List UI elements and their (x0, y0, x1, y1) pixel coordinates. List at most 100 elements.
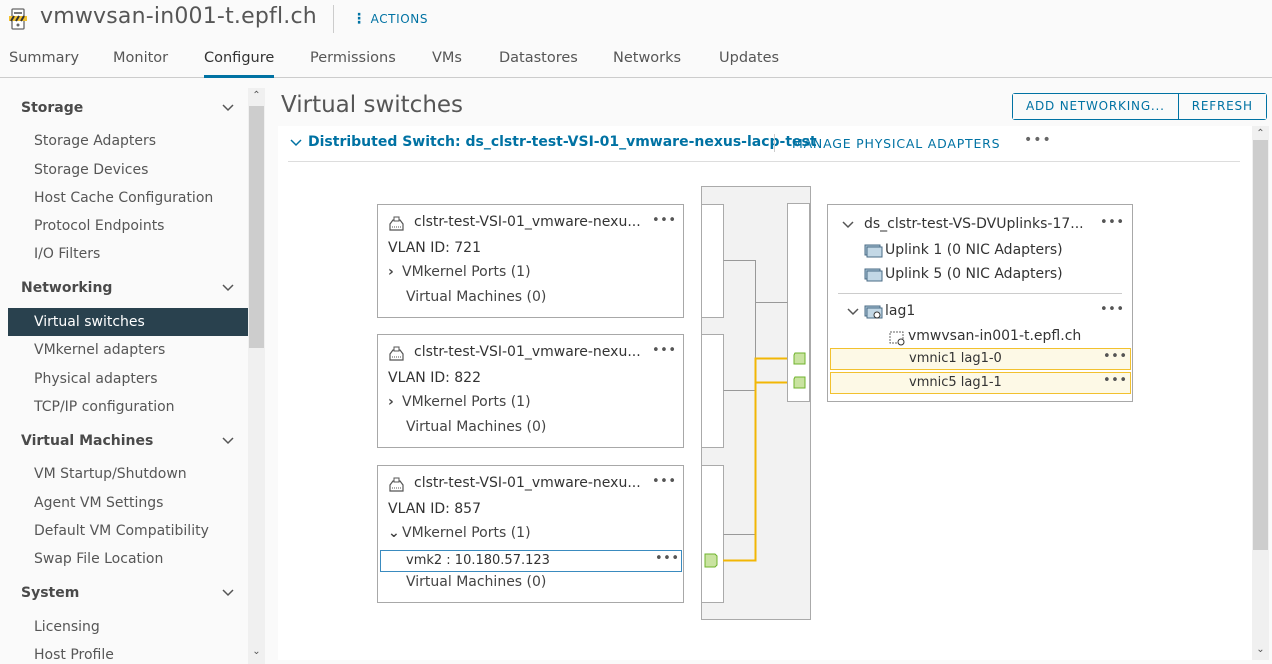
add-networking-button[interactable]: ADD NETWORKING... (1013, 94, 1178, 119)
port-marker[interactable] (793, 352, 806, 365)
sidebar-item-default-vm-compatibility[interactable]: Default VM Compatibility (34, 523, 209, 539)
sidebar-item-host-cache[interactable]: Host Cache Configuration (34, 190, 214, 206)
vmkernel-ports-label: VMkernel Ports (1) (402, 264, 531, 280)
uplink-port-group-card[interactable]: ds_clstr-test-VS-DVUplinks-17... ••• Upl… (827, 204, 1133, 402)
lag-member-label: vmnic5 lag1-1 (909, 375, 1002, 390)
lag-name[interactable]: lag1 (885, 303, 916, 319)
port-group-name[interactable]: clstr-test-VSI-01_vmware-nexu... (414, 214, 641, 230)
sidebar-item-agent-vm-settings[interactable]: Agent VM Settings (34, 495, 164, 511)
virtual-machines-count[interactable]: Virtual Machines (0) (406, 289, 547, 305)
chevron-down-icon[interactable] (222, 437, 234, 445)
lag-icon (864, 305, 883, 319)
port-marker[interactable] (704, 553, 718, 568)
tab-configure[interactable]: Configure (204, 50, 275, 78)
more-actions-icon[interactable]: ••• (1103, 373, 1128, 388)
more-actions-icon[interactable]: ••• (1103, 349, 1128, 364)
chevron-down-icon[interactable] (842, 221, 854, 229)
port-marker[interactable] (793, 376, 806, 389)
chevron-right-icon: › (388, 394, 394, 410)
sidebar-item-licensing[interactable]: Licensing (34, 619, 100, 635)
sidebar-item-tcpip-configuration[interactable]: TCP/IP configuration (34, 399, 175, 415)
sidebar-item-io-filters[interactable]: I/O Filters (34, 246, 101, 262)
scroll-up-icon[interactable]: ⌃ (1256, 128, 1265, 139)
more-actions-icon[interactable]: ••• (1100, 215, 1125, 230)
scroll-down-icon[interactable]: ⌄ (252, 646, 261, 657)
tab-updates[interactable]: Updates (719, 50, 780, 66)
vlan-id: VLAN ID: 822 (388, 370, 481, 386)
portgroup-socket (701, 465, 724, 603)
sidebar-section-networking[interactable]: Networking (21, 280, 113, 296)
lag-member-row[interactable]: vmnic5 lag1-1 ••• (830, 372, 1131, 394)
actions-label: ACTIONS (370, 12, 429, 26)
refresh-button[interactable]: REFRESH (1177, 94, 1266, 119)
uplink-icon (864, 244, 883, 258)
toolbar-button-group: ADD NETWORKING... REFRESH (1012, 93, 1267, 120)
sidebar-item-storage-adapters[interactable]: Storage Adapters (34, 133, 157, 149)
uplink-icon (864, 268, 883, 282)
port-group-card[interactable]: clstr-test-VSI-01_vmware-nexu... ••• VLA… (377, 204, 684, 318)
more-actions-icon[interactable]: ••• (1024, 132, 1052, 148)
more-actions-icon[interactable]: ••• (652, 213, 677, 228)
distributed-switch-name[interactable]: Distributed Switch: ds_clstr-test-VSI-01… (308, 134, 817, 150)
chevron-down-icon: ⌄ (388, 525, 400, 541)
sidebar-item-protocol-endpoints[interactable]: Protocol Endpoints (34, 218, 165, 234)
uplink-item[interactable]: Uplink 1 (0 NIC Adapters) (885, 242, 1063, 258)
port-group-card[interactable]: clstr-test-VSI-01_vmware-nexu... ••• VLA… (377, 465, 684, 603)
vlan-id: VLAN ID: 857 (388, 501, 481, 517)
port-group-icon (389, 346, 404, 361)
port-group-name[interactable]: clstr-test-VSI-01_vmware-nexu... (414, 344, 641, 360)
vmkernel-adapter-label: vmk2 : 10.180.57.123 (406, 553, 550, 568)
page-title: Virtual switches (281, 92, 464, 118)
lag-host-name[interactable]: vmwvsan-in001-t.epfl.ch (908, 328, 1082, 344)
sidebar-item-virtual-switches[interactable]: Virtual switches (8, 308, 248, 336)
tab-monitor[interactable]: Monitor (113, 50, 169, 66)
sidebar-item-host-profile[interactable]: Host Profile (34, 647, 114, 663)
sidebar-item-physical-adapters[interactable]: Physical adapters (34, 371, 158, 387)
chevron-down-icon[interactable] (222, 104, 234, 112)
sidebar-item-vmkernel-adapters[interactable]: VMkernel adapters (34, 342, 166, 358)
virtual-machines-count[interactable]: Virtual Machines (0) (406, 574, 547, 590)
more-actions-icon[interactable]: ••• (1100, 302, 1125, 317)
tab-networks[interactable]: Networks (613, 50, 682, 66)
port-group-card[interactable]: clstr-test-VSI-01_vmware-nexu... ••• VLA… (377, 334, 684, 448)
sidebar-section-virtual-machines[interactable]: Virtual Machines (21, 433, 154, 449)
uplink-group-name[interactable]: ds_clstr-test-VS-DVUplinks-17... (864, 216, 1084, 232)
switch-header: Distributed Switch: ds_clstr-test-VSI-01… (288, 126, 1240, 162)
port-group-name[interactable]: clstr-test-VSI-01_vmware-nexu... (414, 475, 641, 491)
lag-member-row[interactable]: vmnic1 lag1-0 ••• (830, 348, 1131, 370)
tab-summary[interactable]: Summary (9, 50, 80, 66)
vmkernel-ports-toggle[interactable]: › VMkernel Ports (1) (388, 394, 531, 410)
scroll-down-icon[interactable]: ⌄ (1256, 644, 1265, 655)
uplink-socket (787, 203, 810, 402)
title-separator (333, 5, 334, 33)
vmkernel-ports-toggle[interactable]: ⌄VMkernel Ports (1) (388, 525, 531, 541)
actions-button[interactable]: ⋮ACTIONS (352, 11, 428, 27)
main-scrollbar-thumb[interactable] (1253, 140, 1268, 550)
chevron-down-icon[interactable] (847, 308, 859, 316)
chevron-right-icon: › (388, 264, 394, 280)
more-actions-icon[interactable]: ••• (652, 343, 677, 358)
more-actions-icon[interactable]: ••• (655, 551, 680, 566)
sidebar-scrollbar-thumb[interactable] (249, 106, 264, 348)
sidebar-item-swap-file-location[interactable]: Swap File Location (34, 551, 164, 567)
uplink-item[interactable]: Uplink 5 (0 NIC Adapters) (885, 266, 1063, 282)
tab-bar: Summary Monitor Configure Permissions VM… (0, 40, 1272, 78)
tab-permissions[interactable]: Permissions (310, 50, 396, 66)
chevron-down-icon[interactable] (222, 589, 234, 597)
tab-vms[interactable]: VMs (432, 50, 462, 66)
tab-datastores[interactable]: Datastores (499, 50, 578, 66)
sidebar-section-system[interactable]: System (21, 585, 80, 601)
sidebar-item-storage-devices[interactable]: Storage Devices (34, 162, 149, 178)
vmkernel-ports-toggle[interactable]: › VMkernel Ports (1) (388, 264, 531, 280)
scroll-up-icon[interactable]: ⌃ (252, 90, 261, 101)
sidebar-section-storage[interactable]: Storage (21, 100, 84, 116)
manage-physical-adapters-button[interactable]: MANAGE PHYSICAL ADAPTERS (792, 136, 1001, 151)
chevron-down-icon[interactable] (222, 284, 234, 292)
vmkernel-adapter-row[interactable]: vmk2 : 10.180.57.123 ••• (380, 550, 682, 572)
vmkernel-ports-label: VMkernel Ports (1) (402, 394, 531, 410)
host-title: vmwvsan-in001-t.epfl.ch (40, 4, 317, 29)
virtual-machines-count[interactable]: Virtual Machines (0) (406, 419, 547, 435)
sidebar-item-vm-startup-shutdown[interactable]: VM Startup/Shutdown (34, 466, 187, 482)
more-actions-icon[interactable]: ••• (652, 474, 677, 489)
chevron-down-icon[interactable] (290, 139, 302, 147)
